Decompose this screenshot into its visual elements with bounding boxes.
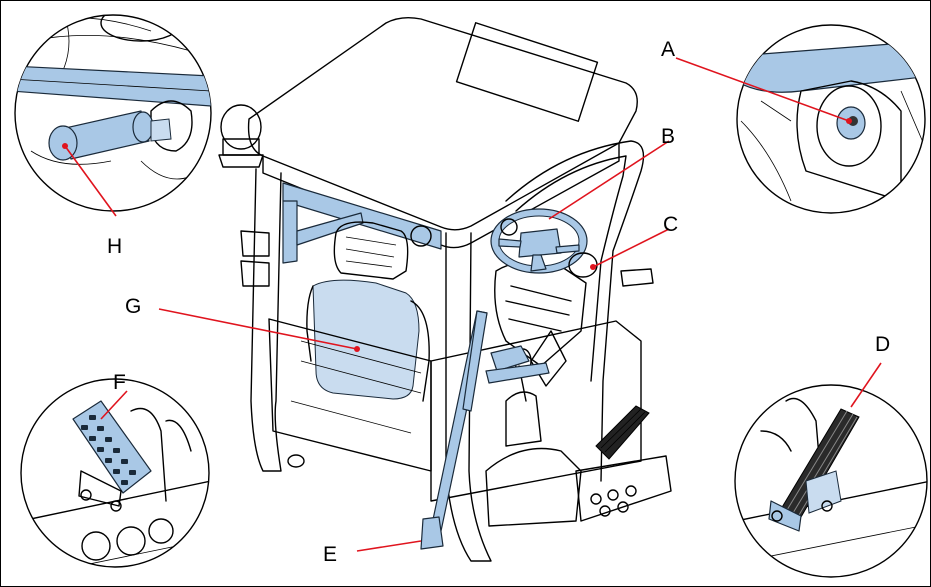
callout-label-b: B (661, 125, 675, 148)
leader-dot-c (590, 264, 596, 270)
detail-h (14, 14, 212, 212)
leader-dot-h (62, 143, 68, 149)
callout-label-f: F (113, 371, 126, 394)
steering-wheel (490, 208, 588, 274)
callout-label-d: D (875, 333, 890, 356)
leader-a (675, 57, 850, 122)
leader-h (64, 145, 117, 217)
callout-label-e: E (323, 543, 337, 566)
operator-cab (218, 16, 672, 562)
leader-c (592, 228, 670, 268)
beacon-light (218, 104, 264, 168)
callout-label-c: C (663, 213, 678, 236)
leader-f (100, 390, 128, 420)
leader-dot-a (846, 118, 852, 124)
leader-g (158, 308, 358, 350)
detail-f (20, 378, 210, 568)
detail-a (736, 24, 926, 214)
leader-b (548, 140, 670, 220)
leader-lines (62, 57, 882, 552)
operator-seat (306, 221, 430, 402)
leader-dot-g (354, 346, 360, 352)
callout-labels: A B C D E F G H (107, 38, 890, 566)
callout-label-g: G (125, 295, 141, 318)
leader-e (356, 540, 422, 552)
callout-label-h: H (107, 235, 122, 258)
leader-d (850, 362, 882, 408)
detail-d (734, 384, 928, 578)
callout-label-a: A (661, 38, 675, 61)
